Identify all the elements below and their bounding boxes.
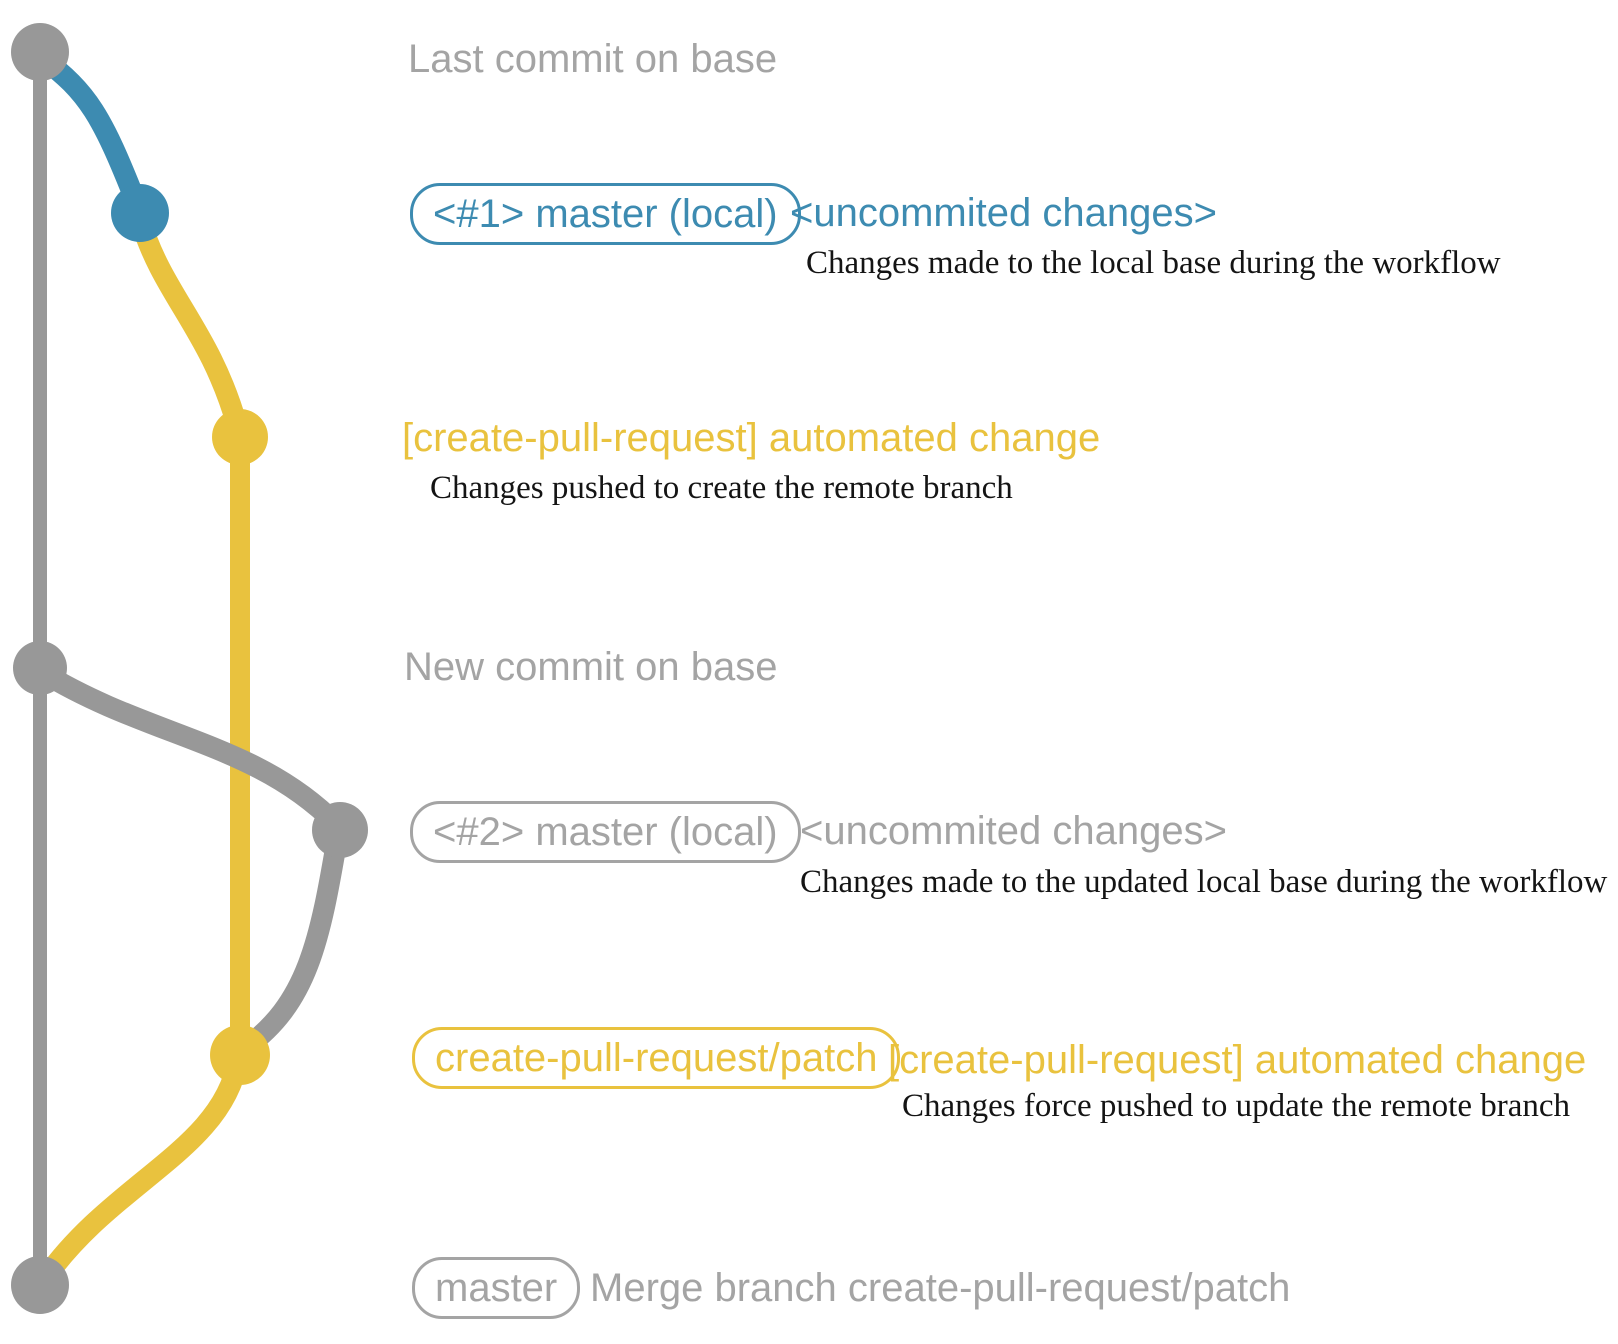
commit-dot-base-merge (11, 1256, 69, 1314)
badge-master-local-2: <#2> master (local) (410, 801, 801, 863)
updated-local-master-curve (31, 661, 347, 835)
push2-message: [create-pull-request] automated change (888, 1038, 1587, 1082)
annotation-new-commit: New commit on base (404, 645, 778, 689)
force-push-curve (231, 823, 349, 1061)
patch-merge-curve (33, 1049, 249, 1291)
commit-dot-patch-2 (210, 1025, 270, 1085)
commit-dot-local-2 (312, 802, 368, 858)
annotation-merge: Merge branch create-pull-request/patch (590, 1266, 1291, 1310)
commit-dot-base-new (13, 641, 67, 695)
commit2-description: Changes made to the updated local base d… (800, 864, 1608, 900)
commit1-description: Changes made to the local base during th… (806, 245, 1501, 281)
push1-message: [create-pull-request] automated change (402, 416, 1101, 460)
commit-dot-base-last (11, 23, 69, 81)
annotation-last-commit: Last commit on base (408, 37, 778, 81)
patch-branch-curve-top (130, 211, 248, 436)
badge-master: master (412, 1257, 581, 1319)
push1-description: Changes pushed to create the remote bran… (430, 470, 1013, 506)
badge-master-local-1: <#1> master (local) (410, 183, 801, 245)
commit-dot-patch-1 (212, 409, 268, 465)
badge-patch-branch: create-pull-request/patch (412, 1027, 901, 1089)
commit2-message: <uncommited changes> (800, 809, 1227, 853)
push2-description: Changes force pushed to update the remot… (902, 1088, 1571, 1124)
commit1-message: <uncommited changes> (790, 191, 1217, 235)
commit-dot-local-1 (111, 184, 169, 242)
local-master-branch-curve (31, 47, 147, 213)
